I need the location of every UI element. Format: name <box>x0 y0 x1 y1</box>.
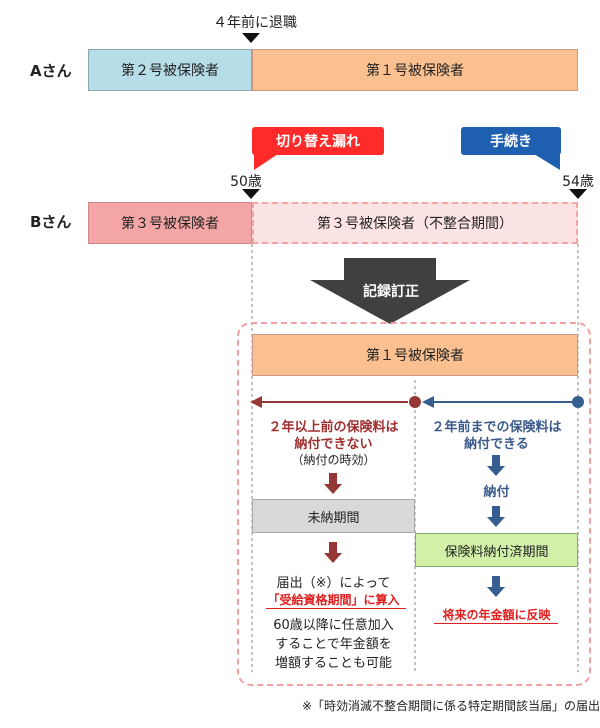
age-54-label: 54歳 <box>562 174 594 190</box>
marker-triangle-icon <box>242 33 260 43</box>
paid-period-box: 保険料納付済期間 <box>415 533 578 567</box>
right-down-arrow-2-icon <box>487 506 505 527</box>
b-third-insured-box: 第３号被保険者 <box>88 202 252 244</box>
left-subnote: （納付の時効） <box>291 453 376 467</box>
unpaid-period-box: 未納期間 <box>252 499 415 533</box>
tag-switch-omission: 切り替え漏れ <box>252 127 384 155</box>
right-payment-label: 納付 <box>483 485 510 500</box>
right-head-line1: ２年前までの保険料は <box>431 420 562 435</box>
future-pension-note: 将来の年金額に反映 <box>442 608 551 622</box>
record-correction-arrow <box>310 258 470 324</box>
age-54-marker-icon <box>569 189 587 199</box>
person-b-label: Bさん <box>30 213 72 231</box>
retirement-label: ４年前に退職 <box>213 15 297 31</box>
left-para-line3: 60歳以降に任意加入 <box>273 618 394 633</box>
a-first-insured-box: 第１号被保険者 <box>252 49 578 91</box>
footnote: ※「時効消滅不整合期間に係る特定期間該当届」の届出 <box>301 699 600 713</box>
left-para-line4: することで年金額を <box>275 637 392 652</box>
period-split-arrows <box>250 396 584 408</box>
record-correction-label: 記録訂正 <box>363 284 419 300</box>
left-head-line1: ２年以上前の保険料は <box>268 420 399 435</box>
right-down-arrow-1-icon <box>487 455 505 476</box>
left-down-arrow-1-icon <box>324 473 342 494</box>
tag-procedure: 手続き <box>461 127 561 155</box>
left-para-line2: 「受給資格期間」に算入 <box>267 593 400 607</box>
left-para-line5: 増額することも可能 <box>274 656 392 671</box>
future-pension-underline <box>434 623 558 624</box>
left-head-line2: 納付できない <box>294 437 373 452</box>
age-50-label: 50歳 <box>230 174 262 190</box>
right-head-line2: 納付できる <box>464 437 529 452</box>
age-50-marker-icon <box>242 189 260 199</box>
tag-red-pointer-icon <box>254 154 278 170</box>
b-inconsistent-period-box: 第３号被保険者（不整合期間） <box>252 202 578 244</box>
a-second-insured-box: 第２号被保険者 <box>88 49 252 91</box>
corrected-first-insured-box: 第１号被保険者 <box>252 334 578 376</box>
person-a-label: Aさん <box>30 62 72 80</box>
left-para-line1: 届出（※）によって <box>276 576 391 591</box>
tag-blue-pointer-icon <box>534 154 560 170</box>
right-down-arrow-3-icon <box>487 576 505 597</box>
correction-result-frame <box>237 322 591 686</box>
left-down-arrow-2-icon <box>324 542 342 563</box>
left-para-underline <box>266 608 406 609</box>
